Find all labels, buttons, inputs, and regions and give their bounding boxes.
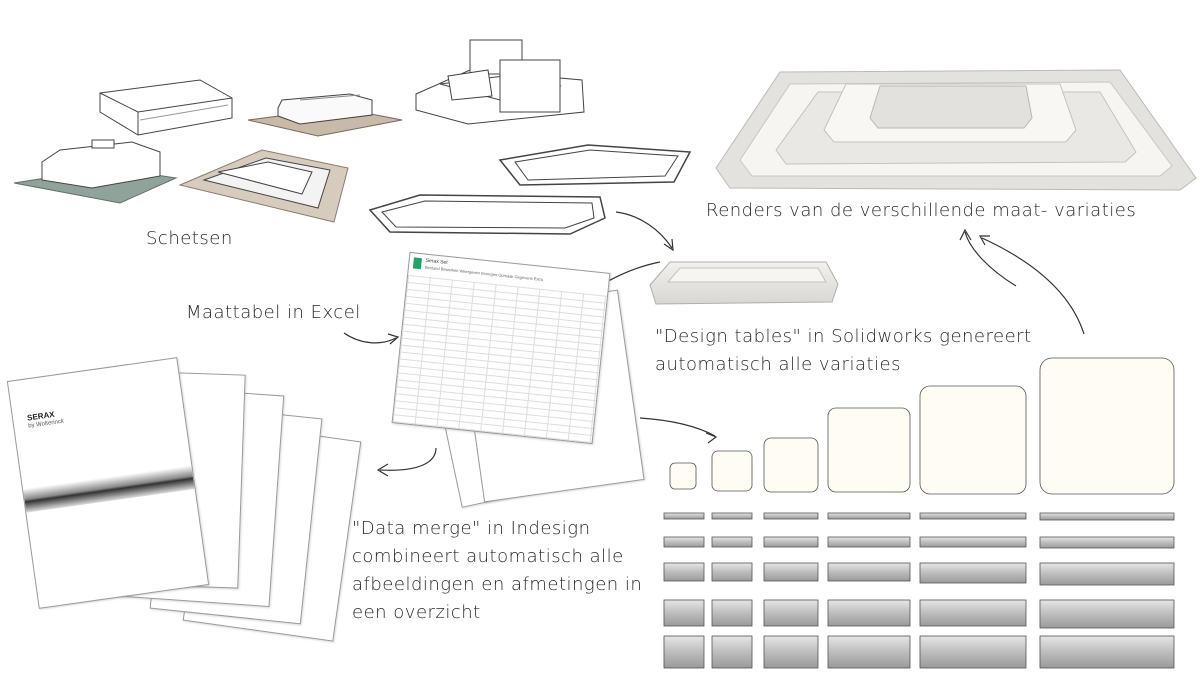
spreadsheet-window: Serax Set Bestand Bewerken Weergeven Inv…	[391, 251, 611, 445]
label-data-merge-1: "Data merge" in Indesign	[352, 518, 591, 539]
label-data-merge-3: afbeeldingen en afmetingen in	[352, 574, 643, 595]
render-stack	[649, 69, 1197, 305]
label-renders: Renders van de verschillende maat- varia…	[706, 200, 1137, 221]
label-design-tables-1: "Design tables" in Solidworks genereert	[655, 326, 1032, 347]
booklet-cover-image	[22, 465, 195, 513]
cad-grid	[663, 357, 1175, 669]
label-data-merge-2: combineert automatisch alle	[352, 546, 624, 567]
label-excel: Maattabel in Excel	[186, 302, 361, 323]
booklet-cover: SERAX by Wolterinck	[6, 357, 210, 609]
label-data-merge-4: een overzicht	[352, 602, 481, 623]
spreadsheet-grid	[392, 274, 608, 443]
sketch-group	[13, 39, 692, 235]
sheets-icon	[412, 257, 422, 270]
label-sketches: Schetsen	[146, 228, 233, 249]
label-design-tables-2: automatisch alle variaties	[655, 354, 901, 375]
